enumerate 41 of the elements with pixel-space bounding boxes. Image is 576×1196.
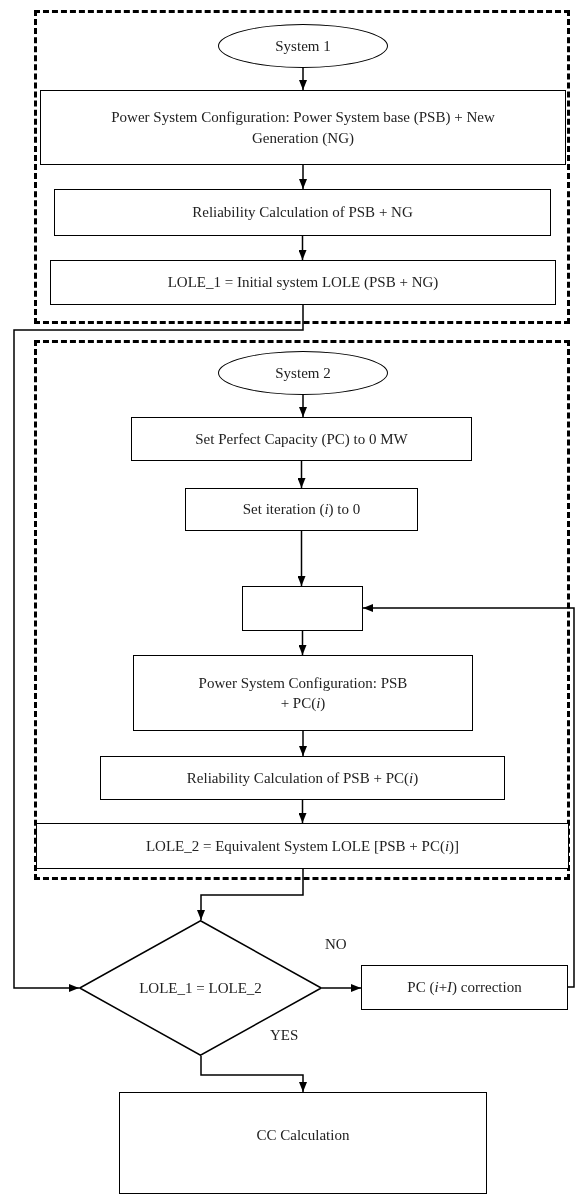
process-box xyxy=(54,189,551,236)
arrow xyxy=(362,604,575,988)
box-text: LOLE_2 = Equivalent System LOLE [PSB + PC(i)] xyxy=(145,836,460,856)
empty-process-box xyxy=(242,586,363,631)
arrow xyxy=(298,799,307,824)
process-box xyxy=(50,260,556,305)
process-box xyxy=(40,90,566,165)
box-text: Set Perfect Capacity (PC) to 0 MW xyxy=(195,429,408,449)
arrow xyxy=(297,530,306,587)
arrow xyxy=(298,630,307,656)
box-text: CC Calculation xyxy=(256,1126,350,1145)
box-text: Set iteration (i) to 0 xyxy=(242,500,361,520)
box-text: PC (i+I) correction xyxy=(407,978,522,998)
arrow xyxy=(13,304,304,992)
box-text: Reliability Calculation of PSB + PC(i) xyxy=(186,768,419,788)
process-box xyxy=(185,488,418,531)
process-box xyxy=(131,417,472,461)
dashed-group-frame xyxy=(34,340,570,880)
box-text: Power System Configuration: PSB + PC(i) xyxy=(197,673,409,713)
box-text: System 1 xyxy=(275,36,331,56)
arrow xyxy=(299,164,307,190)
process-box xyxy=(119,1092,487,1194)
box-text: LOLE_1 = Initial system LOLE (PSB + NG) xyxy=(167,273,439,293)
arrow xyxy=(200,1055,307,1093)
arrow xyxy=(321,984,362,992)
arrow xyxy=(299,394,307,418)
arrow xyxy=(297,460,306,489)
process-box xyxy=(36,823,569,869)
box-text: System 2 xyxy=(275,363,331,383)
arrow xyxy=(299,730,307,757)
arrow xyxy=(299,67,307,91)
box-text: Reliability Calculation of PSB + NG xyxy=(192,203,413,223)
process-box xyxy=(361,965,568,1010)
decision-diamond xyxy=(79,920,322,1056)
process-box xyxy=(133,655,473,731)
process-box xyxy=(100,756,505,800)
arrow xyxy=(197,868,304,921)
dashed-group-frame xyxy=(34,10,570,324)
box-text: LOLE_1 = LOLE_2 xyxy=(139,978,262,998)
box-text: Power System Configuration: Power System base (PSB) + New Generation (NG) xyxy=(110,108,496,148)
arrow xyxy=(298,235,307,261)
